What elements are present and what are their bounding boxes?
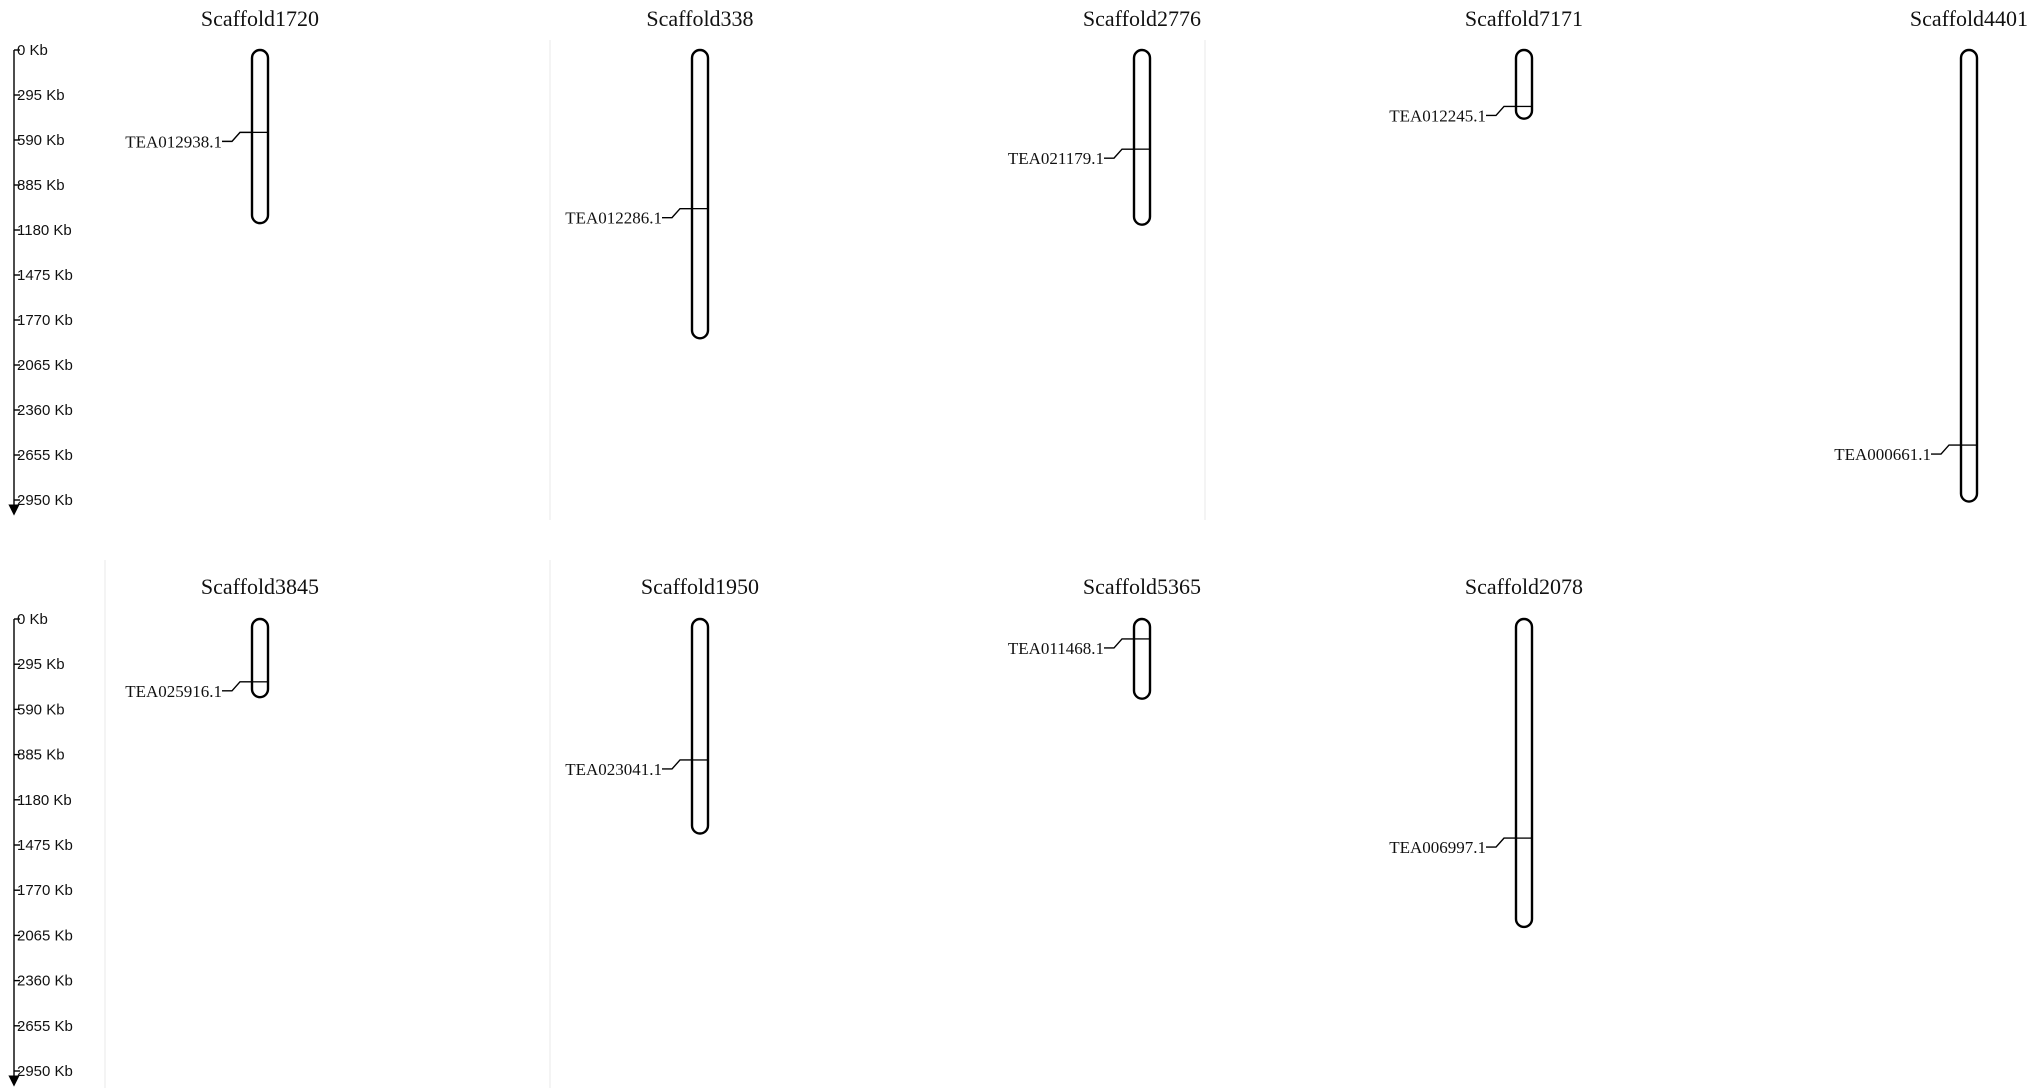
axis-tick-label: 1770 Kb [17,882,73,899]
axis-tick-label: 295 Kb [17,87,65,104]
gene-label: TEA021179.1 [1008,149,1104,168]
chromosome-bar [1132,617,1152,700]
scale-axis: 0 Kb 295 Kb 590 Kb 885 Kb 1180 Kb 1475 Kb 1770… [8,611,73,1087]
axis-tick-label: 1770 Kb [17,312,73,329]
axis-tick-label: 590 Kb [17,701,65,718]
chromosome-bar [690,48,710,340]
axis-tick-label: 590 Kb [17,132,65,149]
gene-leader-line [1104,148,1134,159]
scaffold-title: Scaffold1950 [641,574,759,599]
gene-leader-line [1486,105,1516,117]
gene-leader-line [222,131,252,143]
gene-leader-line [222,681,252,692]
scaffold-title: Scaffold1720 [201,6,319,31]
axis-tick-label: 2065 Kb [17,927,73,944]
axis-tick-label: 295 Kb [17,656,65,673]
gene-label: TEA006997.1 [1389,838,1486,857]
gene-leader-line [1486,837,1516,848]
axis-tick-label: 0 Kb [17,42,48,59]
chromosome-bar [1514,48,1534,120]
axis-tick-label: 1180 Kb [17,222,72,239]
gene-label: TEA012245.1 [1389,106,1486,125]
scaffold-title: Scaffold338 [646,6,753,31]
gene-label: TEA012286.1 [565,209,662,228]
panels: 0 Kb 295 Kb 590 Kb 885 Kb 1180 Kb 1475 Kb 1770… [8,6,2028,1088]
axis-tick-label: 1475 Kb [17,837,73,854]
axis-tick-label: 885 Kb [17,177,65,194]
gene-leader-line [1931,444,1961,455]
scaffold-title: Scaffold2776 [1083,6,1201,31]
axis-tick-label: 2065 Kb [17,357,73,374]
gene-leader-line [662,207,692,219]
gene-leader-line [662,759,692,770]
gene-label: TEA025916.1 [125,682,222,701]
chromosome-bar [250,617,270,699]
gene-label: TEA023041.1 [565,760,662,779]
gene-label: TEA012938.1 [125,132,222,151]
axis-tick-label: 2655 Kb [17,1018,73,1035]
scaffold-title: Scaffold4401 [1910,6,2028,31]
gene-label: TEA011468.1 [1008,639,1104,658]
axis-tick-label: 0 Kb [17,611,48,628]
axis-tick-label: 2950 Kb [17,492,73,509]
scaffold-title: Scaffold2078 [1465,574,1583,599]
scaffold-title: Scaffold7171 [1465,6,1583,31]
axis-tick-label: 2360 Kb [17,402,73,419]
scale-axis: 0 Kb 295 Kb 590 Kb 885 Kb 1180 Kb 1475 Kb 1770… [8,42,73,516]
axis-tick-label: 2655 Kb [17,447,73,464]
axis-tick-label: 885 Kb [17,747,65,764]
axis-tick-label: 1475 Kb [17,267,73,284]
gene-leader-line [1104,638,1134,649]
axis-tick-label: 2950 Kb [17,1063,73,1080]
chromosome-bar [1514,617,1534,929]
scaffold-title: Scaffold3845 [201,574,319,599]
gene-label: TEA000661.1 [1834,445,1931,464]
chromosome-bar [250,48,270,225]
axis-tick-label: 2360 Kb [17,973,73,990]
chromosome-bar [690,617,710,835]
chromosome-bar [1959,48,1979,503]
chromosome-bar [1132,48,1152,226]
axis-tick-label: 1180 Kb [17,792,72,809]
scaffold-title: Scaffold5365 [1083,574,1201,599]
